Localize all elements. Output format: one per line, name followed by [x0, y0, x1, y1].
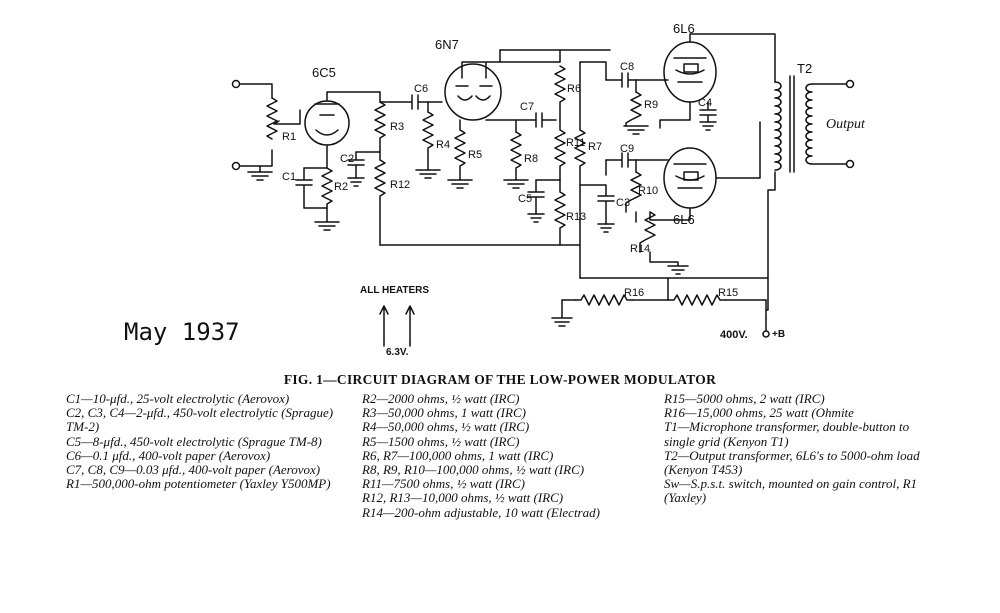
t2-secondary [805, 83, 813, 165]
r14-label: R14 [630, 243, 651, 255]
c6-label: C6 [414, 83, 429, 95]
r5-resistor [454, 129, 466, 181]
c4-label: C4 [698, 97, 713, 109]
parts-entry: R6, R7—100,000 ohms, 1 watt (IRC) [362, 447, 554, 463]
r6-label: R6 [567, 83, 582, 95]
r2-label: R2 [334, 181, 349, 193]
r10-resistor [625, 171, 642, 213]
r9-label: R9 [644, 99, 659, 111]
parts-entry: R3—50,000 ohms, 1 watt (IRC) [362, 405, 526, 421]
parts-entry: T2—Output transformer, 6L6's to 5000-ohm… [664, 447, 920, 478]
t2-primary [774, 81, 782, 171]
tube-6l6-bottom [663, 147, 717, 209]
parts-entry: C7, C8, C9—0.03 μfd., 400-volt paper (Ae… [66, 462, 321, 478]
tube-6l6-bottom-label: 6L6 [673, 212, 695, 227]
parts-entry: C1—10-μfd., 25-volt electrolytic (Aerovo… [66, 391, 290, 406]
r7-label: R7 [588, 141, 603, 153]
r12-label: R12 [390, 179, 411, 191]
c5-label: C5 [518, 193, 533, 205]
r3-resistor [374, 101, 386, 153]
c7-label: C7 [520, 101, 535, 113]
supply-plus-label: +B [772, 329, 786, 340]
parts-entry: C6—0.1 μfd., 400-volt paper (Aerovox) [66, 447, 271, 463]
parts-list-column-2: R2—2000 ohms, ½ watt (IRC) R3—50,000 ohm… [362, 391, 644, 520]
parts-entry: C2, C3, C4—2-μfd., 450-volt electrolytic… [66, 405, 334, 435]
parts-entry: R16—15,000 ohms, 25 watt (Ohmite [664, 405, 854, 421]
r8-resistor [510, 131, 522, 181]
supply-voltage-label: 400V. [720, 329, 748, 341]
r12-resistor [374, 151, 386, 246]
r3-label: R3 [390, 121, 405, 133]
r16-label: R16 [624, 287, 645, 299]
tube-6c5 [304, 100, 350, 146]
r16-resistor [574, 294, 634, 306]
output-label: Output [826, 117, 865, 132]
c1-label: C1 [282, 171, 297, 183]
parts-entry: Sw—S.p.s.t. switch, mounted on gain cont… [664, 476, 918, 506]
r15-resistor [667, 294, 727, 306]
r14-resistor [639, 211, 656, 253]
tube-6c5-label: 6C5 [312, 65, 336, 80]
date-label: May 1937 [124, 318, 240, 346]
tube-6l6-top-label: 6L6 [673, 21, 695, 36]
c8-label: C8 [620, 61, 635, 73]
parts-entry: T1—Microphone transformer, double-button… [664, 419, 910, 449]
figure-caption: FIG. 1—CIRCUIT DIAGRAM OF THE LOW-POWER … [283, 372, 717, 387]
output-terminal-bottom [845, 159, 855, 169]
r5-label: R5 [468, 149, 483, 161]
r7-resistor [574, 129, 586, 279]
parts-entry: R5—1500 ohms, ½ watt (IRC) [362, 433, 520, 449]
r1-potentiometer [266, 97, 278, 140]
c9-label: C9 [620, 143, 635, 155]
output-terminal-top [845, 79, 855, 89]
r8-label: R8 [524, 153, 539, 165]
input-terminal-top [231, 79, 241, 89]
parts-entry: R11—7500 ohms, ½ watt (IRC) [362, 476, 525, 492]
r13-resistor [554, 179, 566, 246]
r4-resistor [422, 111, 434, 171]
supply-terminal [762, 330, 770, 338]
parts-entry: R8, R9, R10—100,000 ohms, ½ watt (IRC) [362, 462, 585, 478]
tube-6n7 [444, 63, 502, 121]
all-heaters-label: ALL HEATERS [360, 285, 430, 296]
parts-entry: C5—8-μfd., 450-volt electrolytic (Spragu… [66, 433, 322, 449]
r4-label: R4 [436, 139, 451, 151]
t2-label: T2 [797, 61, 813, 76]
r9-resistor [625, 91, 642, 127]
r10-label: R10 [638, 185, 659, 197]
parts-entry: R14—200-ohm adjustable, 10 watt (Electra… [362, 504, 600, 520]
r1-label: R1 [282, 131, 297, 143]
parts-entry: R2—2000 ohms, ½ watt (IRC) [362, 391, 520, 406]
r6-resistor [554, 65, 566, 121]
parts-list-column-1: C1—10-μfd., 25-volt electrolytic (Aerovo… [66, 391, 336, 492]
parts-entry: R4—50,000 ohms, ½ watt (IRC) [362, 419, 530, 435]
tube-6n7-label: 6N7 [435, 37, 459, 52]
input-terminal-bottom [231, 161, 241, 171]
r13-label: R13 [566, 211, 587, 223]
r15-label: R15 [718, 287, 739, 299]
parts-entry: R15—5000 ohms, 2 watt (IRC) [664, 391, 825, 406]
r11-resistor [554, 119, 566, 181]
r11-label: R11 [566, 137, 586, 149]
c2-label: C2 [340, 153, 355, 165]
parts-entry: R12, R13—10,000 ohms, ½ watt (IRC) [362, 490, 564, 506]
heater-voltage-label: 6.3V. [386, 347, 409, 358]
parts-list-column-3: R15—5000 ohms, 2 watt (IRC) R16—15,000 o… [664, 391, 940, 506]
parts-entry: R1—500,000-ohm potentiometer (Yaxley Y50… [66, 476, 331, 492]
c3-label: C3 [616, 197, 631, 209]
r2-resistor [321, 167, 333, 223]
